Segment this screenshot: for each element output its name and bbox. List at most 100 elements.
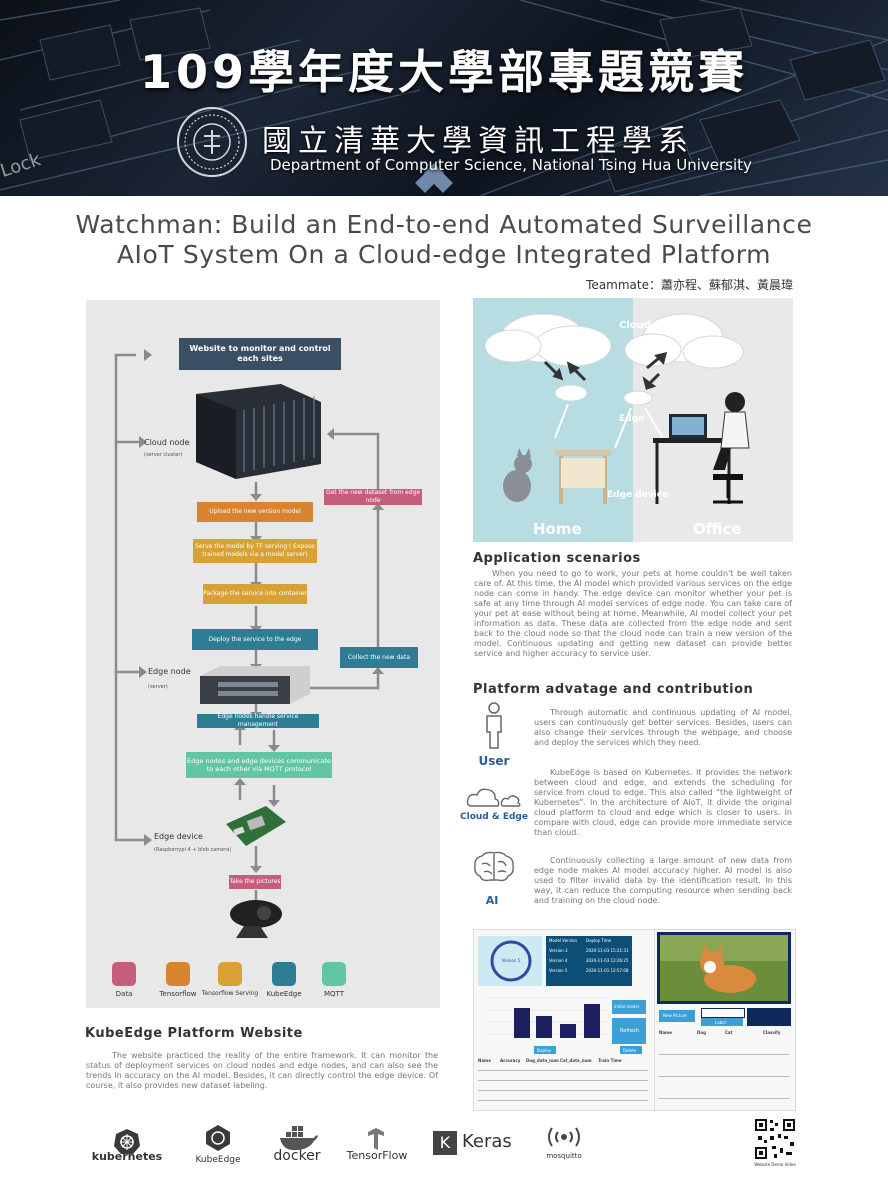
raspberry-pi-icon	[226, 806, 286, 846]
mosquitto-logo-text: mosquitto	[546, 1152, 582, 1160]
label-button[interactable]: Label	[701, 1018, 743, 1026]
brain-icon	[474, 851, 514, 882]
history-header-accuracy: Accuracy	[500, 1058, 521, 1063]
label-header-classify: Classify	[763, 1030, 781, 1035]
scene-edge-device-label: Edge device	[607, 490, 669, 500]
version-circle-label: Version 5	[501, 958, 521, 963]
serve-model-box: Serve the model by TF serving ( Expose t…	[193, 539, 317, 563]
deploy-button[interactable]: Deploy	[534, 1046, 556, 1054]
label-table-rows	[659, 1054, 789, 1099]
labeling-screenshot: New Picture Label Name Dog Cat Classify	[654, 929, 796, 1111]
label-header-dog: Dog	[697, 1030, 706, 1035]
mosquitto-logo-icon	[548, 1127, 580, 1147]
legend-label-tensorflow-serving: Tensorflow Serving	[201, 990, 259, 997]
tensorflow-logo-icon	[368, 1128, 384, 1150]
nthu-seal-icon	[177, 107, 247, 177]
legend-swatch-kubeedge	[272, 962, 296, 986]
history-table-rows	[478, 1070, 648, 1101]
mqtt-communicate-box: Edge nodes and edge devices communicate …	[186, 752, 332, 778]
kubeedge-website-text: The website practiced the reality of the…	[86, 1051, 438, 1090]
accuracy-bar-chart	[488, 997, 606, 1038]
keras-logo-text: Keras	[462, 1131, 512, 1152]
handle-service-box: Edge nodes handle service management	[197, 713, 319, 728]
application-scenarios-heading: Application scenarios	[473, 551, 641, 566]
legend-swatch-mqtt	[322, 962, 346, 986]
package-service-box: Package the service into container	[203, 584, 307, 604]
classify-panel	[747, 1008, 791, 1026]
delete-button[interactable]: Delete	[620, 1046, 642, 1054]
qr-caption: Website Demo Video	[754, 1162, 796, 1167]
scene-office-label: Office	[693, 520, 742, 538]
docker-logo-text: docker	[273, 1148, 321, 1164]
teammate-list: Teammate：蕭亦程、蘇郁淇、黃晨瑋	[586, 278, 793, 292]
legend-swatch-tensorflow	[166, 962, 190, 986]
cloud-edge-text: KubeEdge is based on Kubernetes. It prov…	[534, 768, 793, 837]
docker-whale-icon	[280, 1126, 318, 1151]
kubernetes-logo-text: kubernetes	[91, 1150, 163, 1163]
history-header-name: Name	[478, 1058, 491, 1063]
upload-model-box: Upload the new version model	[197, 502, 313, 522]
history-header-dog: Dog_data_num	[526, 1058, 559, 1063]
legend-swatch-data	[112, 962, 136, 986]
legend-swatch-tensorflow-serving	[218, 962, 242, 986]
ai-label: AI	[485, 894, 499, 907]
website-box: Website to monitor and control each site…	[179, 338, 341, 370]
scenario-illustration: Cloud Edge Edge device Home Office	[473, 298, 793, 542]
scene-edge-label: Edge	[619, 414, 645, 424]
deploy-row-2-version: Version 4	[549, 958, 568, 963]
collect-data-box: Collect the new data	[340, 647, 418, 668]
take-pictures-box: Take the pictures	[229, 875, 281, 889]
user-label: User	[478, 754, 510, 768]
scene-cloud-label: Cloud	[619, 320, 651, 331]
poster-title-line-1: Watchman: Build an End-to-end Automated …	[75, 210, 813, 239]
application-scenarios-text: When you need to go to work, your pets a…	[474, 569, 793, 658]
department-chinese-name: 國立清華大學資訊工程學系	[262, 124, 694, 159]
scene-home-label: Home	[533, 520, 582, 538]
header-banner: Lock 109學年度大學部專題競賽 國立清華大學資訊工程學系 Departme…	[0, 0, 888, 196]
competition-title: 109學年度大學部專題競賽	[139, 45, 749, 99]
keyboard-background	[0, 0, 888, 196]
edge-server-icon	[200, 666, 310, 704]
department-english-name: Department of Computer Science, National…	[270, 156, 752, 174]
cloud-node-sublabel: (server cluster)	[144, 452, 183, 458]
edge-node-sublabel: (server)	[148, 684, 168, 690]
edge-node-label: Edge node	[148, 667, 191, 676]
deploy-header-time: Deploy Time	[586, 938, 612, 943]
kubernetes-logo-icon	[114, 1129, 140, 1154]
cloud-node-label: Cloud node	[144, 438, 190, 447]
edge-device-sublabel: (Raspberrypi 4 + blob camera)	[154, 847, 232, 853]
deploy-row-3-time: 2020-11-01 12:57:08	[586, 968, 629, 973]
qr-code-icon	[754, 1118, 796, 1160]
legend-label-mqtt: MQTT	[324, 990, 344, 998]
deploy-row-1-version: Version 3	[549, 948, 568, 953]
legend-label-data: Data	[115, 990, 133, 998]
keras-logo-icon: K	[433, 1131, 457, 1155]
user-icon	[486, 702, 502, 749]
initial-model-button[interactable]: Initial model	[612, 1000, 646, 1014]
version-ring-icon	[490, 940, 532, 982]
label-header-name: Name	[659, 1030, 672, 1035]
label-header-cat: Cat	[725, 1030, 733, 1035]
deploy-row-1-time: 2020-11-03 15:21:31	[586, 948, 629, 953]
user-text: Through automatic and continuous updatin…	[534, 708, 793, 747]
history-header-cat: Cat_data_num	[560, 1058, 592, 1063]
architecture-arrows	[114, 349, 384, 909]
get-dataset-box: Get the new dataset from edge node	[324, 489, 422, 505]
label-input[interactable]	[701, 1008, 745, 1018]
scenario-drawing	[484, 313, 750, 504]
deploy-row-2-time: 2020-11-03 12:26:25	[586, 958, 629, 963]
new-picture-button[interactable]: New Picture	[659, 1010, 695, 1022]
tensorflow-logo-text: TensorFlow	[346, 1149, 408, 1162]
deploy-service-box: Deploy the service to the edge	[192, 629, 318, 650]
platform-advantage-heading: Platform advatage and contribution	[473, 682, 754, 697]
cloud-server-icon	[196, 384, 321, 479]
deploy-table	[546, 936, 632, 986]
ai-text: Continuously collecting a large amount o…	[534, 856, 792, 905]
refresh-button[interactable]: Refresh	[612, 1018, 646, 1044]
webcam-icon	[230, 900, 282, 938]
legend-label-kubeedge: KubeEdge	[266, 990, 302, 998]
architecture-diagram: Website to monitor and control each site…	[86, 300, 440, 1008]
cloud-edge-label: Cloud & Edge	[460, 812, 528, 822]
kubeedge-logo-icon	[206, 1125, 230, 1151]
dog-photo	[660, 935, 788, 1001]
